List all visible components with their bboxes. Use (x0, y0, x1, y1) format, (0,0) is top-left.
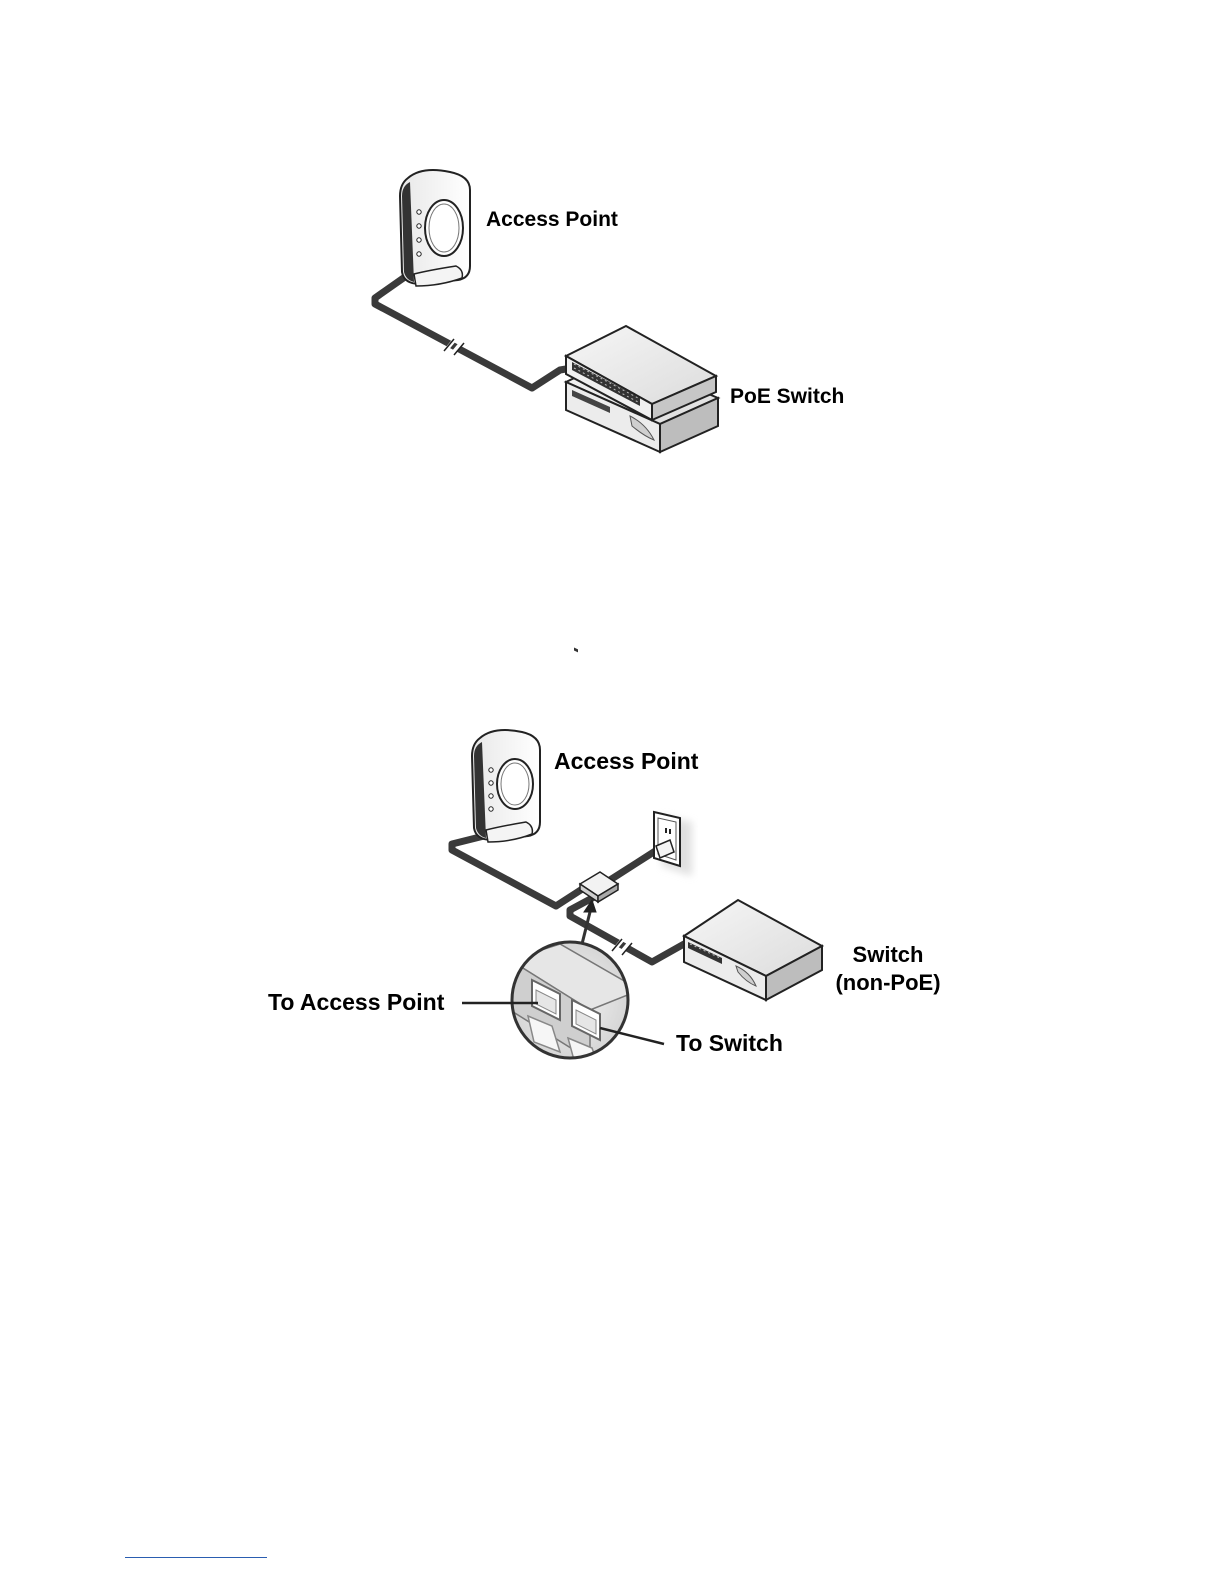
diagram-non-poe-switch: Access Point (268, 730, 941, 1070)
access-point-icon (400, 170, 470, 286)
access-point-icon (472, 730, 540, 842)
poe-switch-icon (566, 326, 718, 652)
access-point-label: Access Point (486, 208, 618, 231)
cable-to-access-point (452, 836, 590, 906)
switch-icon (684, 900, 822, 1000)
cable-to-power-outlet (610, 848, 660, 880)
to-access-point-label: To Access Point (268, 989, 445, 1015)
power-outlet-icon (654, 812, 692, 876)
to-switch-label: To Switch (676, 1030, 783, 1056)
injector-ports-zoom-inset (510, 942, 640, 1070)
switch-label-line2: (non-PoE) (835, 970, 940, 995)
poe-switch-label: PoE Switch (730, 385, 844, 408)
footer-rule (125, 1557, 267, 1558)
access-point-label: Access Point (554, 748, 699, 774)
switch-label-line1: Switch (853, 942, 924, 967)
ethernet-cable (375, 272, 572, 388)
diagram-poe-switch: Access Point PoE Switch (375, 170, 844, 652)
